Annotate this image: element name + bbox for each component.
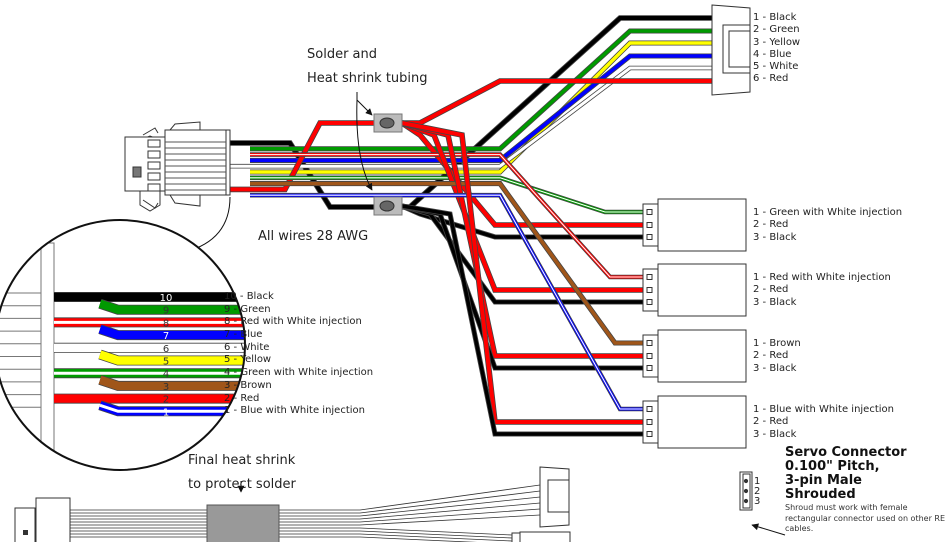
wire-white-6pin xyxy=(230,65,712,169)
detail-wire-number: 2 xyxy=(163,395,169,406)
detail-wire-number: 1 xyxy=(163,407,169,418)
servo-pin-label: 1 - Brown xyxy=(753,338,801,349)
servo-connector xyxy=(642,395,747,449)
servo-pin-label: 1 - Blue with White injection xyxy=(753,404,894,415)
servo-pin-label: 2 - Red xyxy=(753,219,789,231)
detail-wire: 2 xyxy=(54,393,245,406)
servo-pin-label: 3 - Black xyxy=(753,296,797,308)
wire-signal xyxy=(250,175,643,215)
splice-black xyxy=(373,196,403,216)
detail-pin-label: 8 - Red with White injection xyxy=(224,316,362,328)
final-callout-line1: Final heat shrink xyxy=(188,453,296,468)
detail-wire: 4 xyxy=(54,368,245,380)
servo-pin-label: 2 - Red xyxy=(753,350,789,362)
wire-bundle xyxy=(230,15,712,437)
wire-ground xyxy=(401,203,643,437)
final-callout-line2: to protect solder xyxy=(188,477,296,492)
servo-pin-label: 1 - Red with White injection xyxy=(753,272,891,283)
servo-spec-pin-number: 3 xyxy=(754,496,761,507)
wire-black-6pin xyxy=(230,15,712,210)
servo-spec-title-line: 3-pin Male xyxy=(785,473,862,488)
detail-pin-legend: 10 - Black 9 - Green 8 - Red with White … xyxy=(224,291,373,418)
detail-wire-number: 3 xyxy=(163,382,169,393)
six-pin-label: 3 - Yellow xyxy=(753,36,801,48)
servo-2-labels: 1 - Red with White injection 2 - Red 3 -… xyxy=(753,272,891,309)
wire-green-6pin xyxy=(250,28,712,152)
final-heatshrink-callout: Final heat shrink to protect solder xyxy=(188,449,296,497)
wire-power xyxy=(401,120,643,425)
detail-wire-number: 7 xyxy=(163,331,169,342)
detail-wire: 9 xyxy=(98,298,245,317)
wire-red-6pin xyxy=(230,78,712,193)
detail-pin-label: 7 - Blue xyxy=(224,329,263,341)
six-pin-label: 6 - Red xyxy=(753,73,789,85)
detail-wire: 6 xyxy=(54,342,245,355)
solder-callout: Solder and Heat shrink tubing xyxy=(307,43,428,91)
servo-pin-label: 3 - Black xyxy=(753,428,797,440)
bottom-harness-view xyxy=(14,466,571,542)
servo-spec-pin-number: 1 xyxy=(754,476,761,487)
six-pin-label: 1 - Black xyxy=(753,12,797,23)
detail-pin-label: 6 - White xyxy=(224,341,270,353)
detail-wire: 5 xyxy=(98,349,245,368)
detail-wire-number: 5 xyxy=(163,357,169,368)
servo-pin-label: 3 - Black xyxy=(753,362,797,374)
servo-spec-title-line: 0.100" Pitch, xyxy=(785,459,880,474)
servo-spec-title-line: Servo Connector xyxy=(785,445,907,460)
wire-signal xyxy=(250,152,643,280)
detail-wire-number: 10 xyxy=(160,293,173,304)
awg-callout: All wires 28 AWG xyxy=(258,229,369,244)
servo-pin-label: 1 - Green with White injection xyxy=(753,207,903,218)
servo-pin-label: 2 - Red xyxy=(753,416,789,428)
wire-ground xyxy=(401,203,643,371)
servo-spec-title: Servo Connector 0.100" Pitch, 3-pin Male… xyxy=(785,446,907,502)
detail-wire: 1 xyxy=(98,400,245,418)
wire-signal xyxy=(250,181,643,346)
servo-pin-label: 3 - Black xyxy=(753,231,797,243)
detail-wire: 7 xyxy=(98,324,245,342)
solder-callout-line1: Solder and xyxy=(307,47,378,62)
main-connector xyxy=(124,121,231,212)
six-pin-label: 2 - Green xyxy=(753,24,800,36)
servo-spec-connector xyxy=(739,471,753,511)
detail-pin-label: 5 - Yellow xyxy=(224,354,272,366)
servo-connector xyxy=(642,329,747,383)
detail-wire: 10 xyxy=(54,292,245,304)
six-pin-label: 4 - Blue xyxy=(753,48,792,60)
detail-wire: 3 xyxy=(98,375,245,393)
detail-pin-label: 1 - Blue with White injection xyxy=(224,405,365,417)
detail-wire: 8 xyxy=(54,317,245,329)
detail-wire-number: 4 xyxy=(163,369,169,380)
splice-red xyxy=(373,113,403,133)
detail-wire-number: 6 xyxy=(163,344,169,355)
wire-blue-6pin xyxy=(250,53,712,163)
servo-spec-title-line: Shrouded xyxy=(785,487,856,502)
servo-connector xyxy=(642,263,747,317)
six-pin-connector xyxy=(711,4,751,96)
servo-spec-note: Shroud must work with female rectangular… xyxy=(785,503,945,533)
detail-pin-label: 3 - Brown xyxy=(224,379,272,391)
servo-3-labels: 1 - Brown 2 - Red 3 - Black xyxy=(753,338,801,375)
solder-callout-line2: Heat shrink tubing xyxy=(307,71,428,86)
detail-pin-label: 9 - Green xyxy=(224,303,271,315)
detail-wire-number: 9 xyxy=(163,306,169,317)
servo-pin-label: 2 - Red xyxy=(753,284,789,296)
detail-pin-label: 2 - Red xyxy=(224,392,260,404)
servo-connector xyxy=(642,198,747,252)
detail-pin-label: 10 - Black xyxy=(224,291,274,302)
detail-wire-number: 8 xyxy=(163,318,169,329)
six-pin-label: 5 - White xyxy=(753,61,799,73)
detail-pin-label: 4 - Green with White injection xyxy=(224,367,374,379)
six-pin-labels: 1 - Black 2 - Green 3 - Yellow 4 - Blue … xyxy=(753,12,800,86)
servo-spec-pin-number: 2 xyxy=(754,486,761,497)
servo-1-labels: 1 - Green with White injection 2 - Red 3… xyxy=(753,207,902,244)
servo-4-labels: 1 - Blue with White injection 2 - Red 3 … xyxy=(753,404,894,441)
wire-signal xyxy=(250,192,643,412)
